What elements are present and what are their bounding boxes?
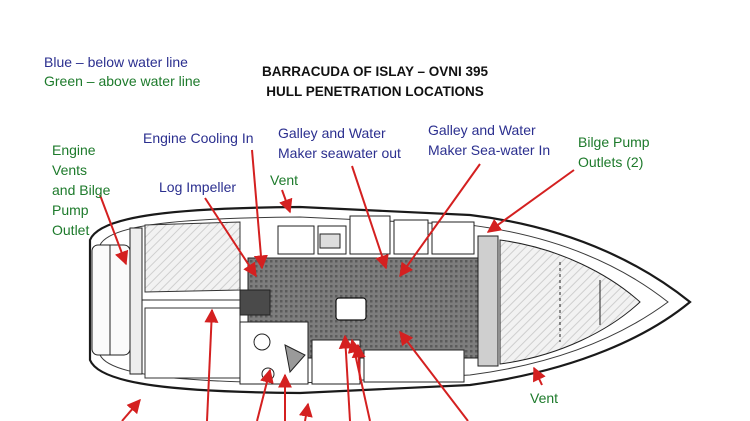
label-engine-cooling-in: Engine Cooling In xyxy=(143,130,254,146)
label-bilge-pump-line-2: Outlets (2) xyxy=(578,154,644,170)
label-galley-seawater-out: Galley and Water Maker seawater out xyxy=(278,123,401,163)
aft-berth-starboard xyxy=(144,307,241,379)
hull-inner-outline xyxy=(99,216,669,384)
label-engine-vents: Engine Vents and Bilge Pump Outlet xyxy=(52,140,110,240)
callout-arrows xyxy=(99,149,575,421)
galley xyxy=(277,215,475,255)
arrow-mid-1 xyxy=(351,343,366,381)
arrow-bottom-6 xyxy=(338,334,353,421)
arrow-bilge-pump xyxy=(486,169,575,233)
title-line-2: HULL PENETRATION LOCATIONS xyxy=(266,84,484,99)
diagram-title: BARRACUDA OF ISLAY – OVNI 395 HULL PENET… xyxy=(230,62,520,102)
arrow-vent-bottom xyxy=(533,366,546,386)
label-vent-top: Vent xyxy=(270,172,299,188)
arrow-bottom-2 xyxy=(204,308,219,421)
arrow-bottom-8 xyxy=(399,330,469,421)
label-galley-in-line-1: Galley and Water xyxy=(428,122,536,138)
arrow-log-impeller xyxy=(204,197,257,278)
label-engine-vents-line-2: Vents xyxy=(52,162,88,178)
label-galley-out-line-1: Galley and Water xyxy=(278,125,386,141)
arrow-bottom-3 xyxy=(256,368,274,421)
label-engine-vents-line-4: Pump xyxy=(52,202,89,218)
arrow-galley-out xyxy=(351,165,389,270)
heads xyxy=(239,321,309,385)
label-vent-bottom: Vent xyxy=(530,390,559,406)
legend-below-waterline: Blue – below water line xyxy=(44,54,188,70)
arrow-galley-in xyxy=(399,163,481,278)
arrow-bottom-1 xyxy=(121,398,141,421)
legend-above-waterline: Green – above water line xyxy=(44,73,201,89)
arrow-bottom-5 xyxy=(298,402,313,421)
label-galley-seawater-in: Galley and Water Maker Sea-water In xyxy=(428,120,550,160)
label-bilge-pump-outlets: Bilge Pump Outlets (2) xyxy=(578,132,650,172)
arrow-vent-top xyxy=(279,189,293,214)
title-line-1: BARRACUDA OF ISLAY – OVNI 395 xyxy=(261,64,489,79)
aft-berth-port xyxy=(144,221,241,293)
arrow-engine-cooling xyxy=(251,149,268,270)
label-galley-in-line-2: Maker Sea-water In xyxy=(428,142,551,158)
stern-area xyxy=(91,227,215,375)
companionway xyxy=(239,289,271,316)
forward-cabin xyxy=(477,235,641,367)
saloon-seating xyxy=(311,339,465,385)
label-galley-out-line-2: Maker seawater out xyxy=(278,145,401,161)
saloon-table xyxy=(335,297,367,321)
label-engine-vents-line-1: Engine xyxy=(52,142,96,158)
label-bilge-pump-line-1: Bilge Pump xyxy=(578,134,650,150)
arrow-engine-vents xyxy=(99,194,129,266)
label-engine-vents-line-3: and Bilge xyxy=(52,182,111,198)
label-log-impeller: Log Impeller xyxy=(159,179,237,195)
label-engine-vents-line-5: Outlet xyxy=(52,222,90,238)
